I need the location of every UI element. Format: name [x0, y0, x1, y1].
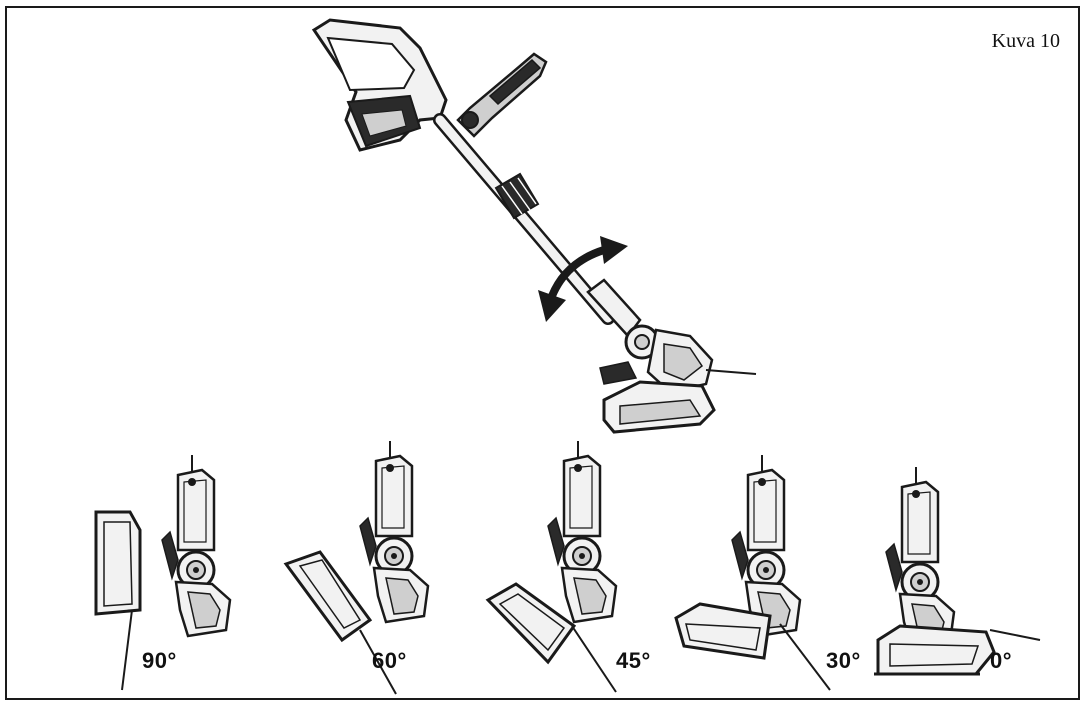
angle-label-45: 45° [616, 648, 651, 673]
angle-label-30: 30° [826, 648, 861, 673]
figure-title: Kuva 10 [991, 30, 1060, 52]
angle-label-60: 60° [372, 648, 407, 673]
rotation-arrow-icon [538, 236, 628, 322]
angle-label-0: 0° [990, 648, 1013, 673]
angle-label-90: 90° [142, 648, 177, 673]
main-trimmer [311, 18, 757, 434]
trimmer-head-30 [674, 453, 831, 691]
trimmer-head-0 [874, 465, 1041, 676]
trimmer-head-60 [283, 439, 430, 695]
trimmer-head-90 [94, 453, 232, 691]
trimmer-head-45 [485, 439, 618, 693]
